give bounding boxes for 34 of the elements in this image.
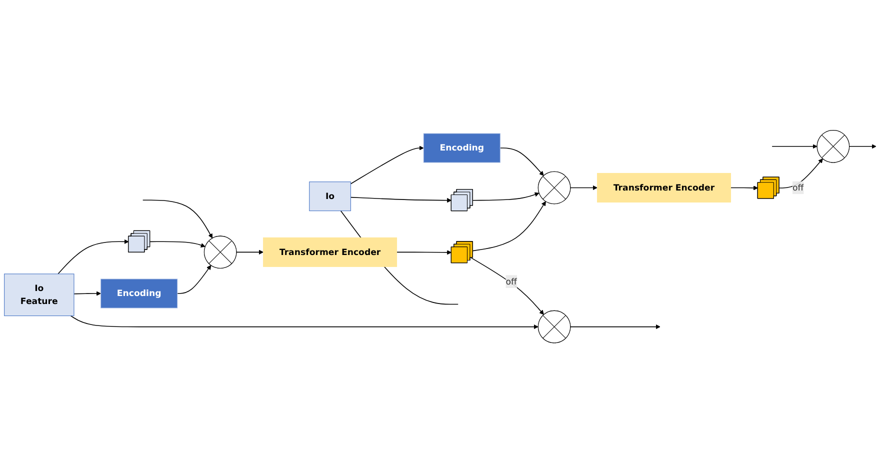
arrow: [150, 242, 206, 248]
arrow: [848, 144, 876, 150]
arrow: [772, 144, 818, 150]
transformer-encoder-box: Transformer Encoder: [597, 173, 731, 203]
arrow: [58, 240, 129, 275]
encoding-box: Encoding: [423, 134, 500, 164]
sum-circle: [816, 130, 850, 164]
token-stack: [450, 189, 473, 212]
arrow: [470, 258, 544, 316]
sum-circle: [538, 172, 571, 204]
arrow: [236, 250, 264, 255]
arrow: [396, 250, 452, 256]
arrow: [74, 292, 102, 296]
arrow: [142, 200, 213, 239]
encoding-box: Encoding: [100, 279, 178, 309]
arrow: [350, 146, 424, 185]
arrow: [472, 202, 546, 252]
arrow: [350, 197, 452, 204]
arrow: [500, 148, 544, 176]
feature-cube: Io Feature: [4, 274, 74, 316]
sum-circle: [204, 236, 237, 269]
feature-cube: Io: [309, 182, 351, 212]
token-stack: [450, 242, 473, 264]
sum-circle: [538, 310, 571, 344]
token-stack: [757, 177, 780, 200]
arrow: [730, 186, 758, 191]
transformer-encoder-box: Transformer Encoder: [263, 238, 398, 268]
arrow: [778, 158, 823, 189]
arrow: [472, 192, 540, 202]
arrow: [176, 265, 212, 294]
token-stack: [128, 230, 150, 253]
arrow: [570, 324, 660, 330]
arrow: [570, 186, 598, 190]
arrow: [70, 316, 538, 330]
